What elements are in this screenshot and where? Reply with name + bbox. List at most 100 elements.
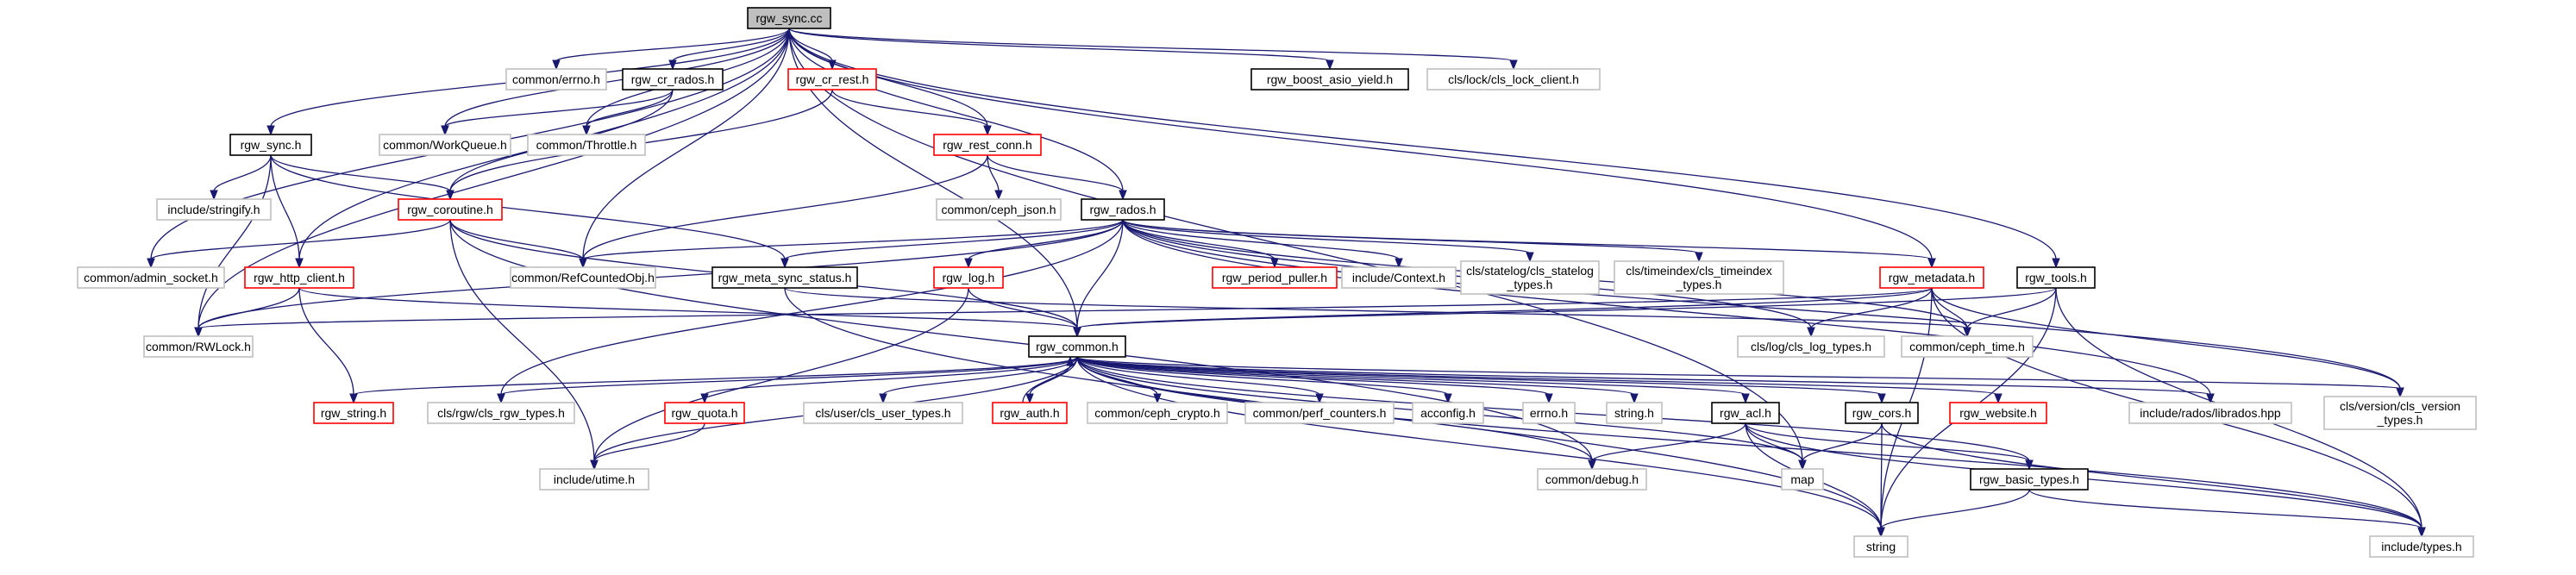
node-label: include/Context.h bbox=[1352, 271, 1445, 284]
node-rgw-meta-sync-status-h[interactable]: rgw_meta_sync_status.h bbox=[711, 266, 858, 289]
node-box bbox=[1711, 402, 1780, 424]
edge-rgw_basic_types_h-to-include_types_h bbox=[2028, 489, 2422, 529]
node-box bbox=[77, 266, 225, 289]
node-label: common/errno.h bbox=[512, 72, 600, 86]
node-label: cls/timeindex/cls_timeindex bbox=[1626, 264, 1772, 278]
node-common-throttle-h: common/Throttle.h bbox=[527, 134, 646, 156]
arrowhead-rgw_sync_h-to-rgw_coroutine_h bbox=[446, 190, 454, 201]
node-rgw-sync-cc[interactable]: rgw_sync.cc bbox=[747, 7, 831, 29]
node-label: rgw_period_puller.h bbox=[1222, 271, 1327, 284]
node-rgw-quota-h[interactable]: rgw_quota.h bbox=[664, 402, 745, 424]
node-label: _types.h bbox=[1676, 278, 1722, 291]
edge-rgw_coroutine_h-to-include_utime_h bbox=[449, 219, 595, 462]
node-include-rados-librados-hpp: include/rados/librados.hpp bbox=[2128, 402, 2292, 424]
edge-rgw_common_h-to-include_rados_librados_hpp bbox=[1076, 356, 2211, 396]
node-box bbox=[933, 134, 1042, 156]
node-label: rgw_metadata.h bbox=[1889, 271, 1975, 284]
edge-rgw_common_h-to-rgw_website_h bbox=[1076, 356, 1999, 396]
node-rgw-cors-h[interactable]: rgw_cors.h bbox=[1845, 402, 1919, 424]
node-acconfig-h: acconfig.h bbox=[1412, 402, 1484, 424]
node-rgw-rest-conn-h[interactable]: rgw_rest_conn.h bbox=[933, 134, 1042, 156]
node-rgw-cr-rest-h[interactable]: rgw_cr_rest.h bbox=[787, 68, 877, 91]
node-common-admin-socket-h: common/admin_socket.h bbox=[77, 266, 225, 289]
edge-rgw_common_h-to-rgw_quota_h bbox=[704, 356, 1078, 396]
node-label: rgw_coroutine.h bbox=[407, 203, 493, 216]
edge-rgw_common_h-to-acconfig_h bbox=[1076, 356, 1449, 396]
node-rgw-boost-asio-yield-h[interactable]: rgw_boost_asio_yield.h bbox=[1250, 68, 1409, 91]
node-box bbox=[711, 266, 858, 289]
arrowhead-rgw_cr_rados_h-to-common_throttle_h bbox=[582, 125, 591, 136]
node-rgw-tools-h[interactable]: rgw_tools.h bbox=[2016, 266, 2096, 289]
node-rgw-coroutine-h[interactable]: rgw_coroutine.h bbox=[398, 198, 503, 221]
node-rgw-metadata-h[interactable]: rgw_metadata.h bbox=[1879, 266, 1984, 289]
edge-rgw_common_h-to-common_perf_counters_h bbox=[1076, 356, 1320, 396]
node-label: cls/log/cls_log_types.h bbox=[1751, 340, 1871, 353]
node-box bbox=[1244, 402, 1395, 424]
node-box bbox=[1879, 266, 1984, 289]
node-rgw-string-h[interactable]: rgw_string.h bbox=[313, 402, 394, 424]
arrowhead-rgw_sync_cc-to-cls_lock_client_h bbox=[1509, 59, 1518, 71]
node-rgw-sync-h[interactable]: rgw_sync.h bbox=[229, 134, 312, 156]
edge-rgw_meta_sync_status_h-to-common_ceph_time_h bbox=[784, 287, 1968, 329]
arrowhead-rgw_common_h-to-errno_h bbox=[1545, 393, 1553, 404]
node-rgw-log-h[interactable]: rgw_log.h bbox=[933, 266, 1004, 289]
node-rgw-rados-h[interactable]: rgw_rados.h bbox=[1081, 198, 1165, 221]
edge-rgw_http_client_h-to-common_rwlock_h bbox=[197, 287, 300, 329]
edge-rgw_sync_cc-to-rgw_rados_h bbox=[788, 28, 1124, 192]
edge-rgw_auth_h-to-rgw_common_h bbox=[1022, 364, 1071, 403]
arrowhead-rgw_common_h-to-rgw_string_h bbox=[349, 393, 358, 404]
node-label: include/stringify.h bbox=[167, 203, 260, 216]
node-label: _types.h bbox=[2377, 413, 2423, 427]
node-rgw-period-puller-h[interactable]: rgw_period_puller.h bbox=[1212, 266, 1338, 289]
node-box bbox=[936, 198, 1062, 221]
arrowhead-rgw_sync_cc-to-rgw_sync_h bbox=[266, 125, 275, 136]
edge-rgw_http_client_h-to-rgw_common_h bbox=[298, 287, 1078, 329]
node-rgw-acl-h[interactable]: rgw_acl.h bbox=[1711, 402, 1780, 424]
node-label: common/RWLock.h bbox=[146, 340, 251, 353]
arrowhead-rgw_rados_h-to-rgw_metadata_h bbox=[1927, 258, 1936, 269]
node-box bbox=[664, 402, 745, 424]
node-box bbox=[1412, 402, 1484, 424]
arrowhead-rgw_basic_types_h-to-string bbox=[1877, 527, 1885, 538]
edge-rgw_sync_cc-to-cls_lock_client_h bbox=[788, 28, 1514, 62]
edge-rgw_common_h-to-include_types_h bbox=[1076, 356, 2422, 529]
node-label: cls/rgw/cls_rgw_types.h bbox=[437, 406, 565, 420]
node-box bbox=[787, 68, 877, 91]
edge-rgw_common_h-to-rgw_string_h bbox=[353, 356, 1078, 396]
arrowhead-rgw_sync_h-to-include_stringify_h bbox=[210, 190, 218, 201]
node-label: common/WorkQueue.h bbox=[383, 138, 507, 152]
edge-rgw_common_h-to-string bbox=[1076, 356, 1882, 529]
edge-rgw_sync_cc-to-common_errno_h bbox=[555, 28, 790, 62]
node-label: rgw_log.h bbox=[943, 271, 995, 284]
node-box bbox=[539, 468, 649, 491]
node-include-utime-h: include/utime.h bbox=[539, 468, 649, 491]
node-label: cls/version/cls_version bbox=[2340, 399, 2460, 413]
node-label: rgw_acl.h bbox=[1720, 406, 1771, 420]
node-box bbox=[1949, 402, 2047, 424]
node-box bbox=[1845, 402, 1919, 424]
edge-rgw_sync_cc-to-rgw_cr_rados_h bbox=[672, 28, 790, 62]
node-rgw-cr-rados-h[interactable]: rgw_cr_rados.h bbox=[622, 68, 724, 91]
arrowhead-rgw_acl_h-to-common_debug_h bbox=[1588, 459, 1596, 471]
node-box bbox=[379, 134, 511, 156]
node-rgw-auth-h[interactable]: rgw_auth.h bbox=[992, 402, 1068, 424]
node-label: common/ceph_time.h bbox=[1909, 340, 2025, 353]
edge-rgw_sync_cc-to-common_rwlock_h bbox=[197, 28, 790, 329]
node-box bbox=[1901, 335, 2034, 358]
node-label: _types.h bbox=[1507, 278, 1553, 291]
arrowhead-rgw_common_h-to-rgw_quota_h bbox=[700, 393, 709, 404]
arrowhead-rgw_rest_conn_h-to-rgw_rados_h bbox=[1119, 190, 1127, 201]
node-rgw-http-client-h[interactable]: rgw_http_client.h bbox=[244, 266, 354, 289]
arrowhead-rgw_common_h-to-cls_version_types_h bbox=[2396, 387, 2404, 398]
node-box bbox=[156, 198, 272, 221]
node-rgw-basic-types-h[interactable]: rgw_basic_types.h bbox=[1970, 468, 2089, 491]
edge-rgw_rados_h-to-include_context_h bbox=[1122, 219, 1400, 260]
edge-rgw_metadata_h-to-common_rwlock_h bbox=[197, 287, 1933, 329]
edge-rgw_rest_conn_h-to-rgw_rados_h bbox=[987, 154, 1124, 192]
node-box bbox=[1737, 335, 1885, 358]
edge-rgw_sync_cc-to-common_refcountedobj_h bbox=[582, 28, 790, 260]
node-rgw-common-h[interactable]: rgw_common.h bbox=[1028, 335, 1126, 358]
node-box bbox=[1028, 335, 1126, 358]
node-rgw-website-h[interactable]: rgw_website.h bbox=[1949, 402, 2047, 424]
